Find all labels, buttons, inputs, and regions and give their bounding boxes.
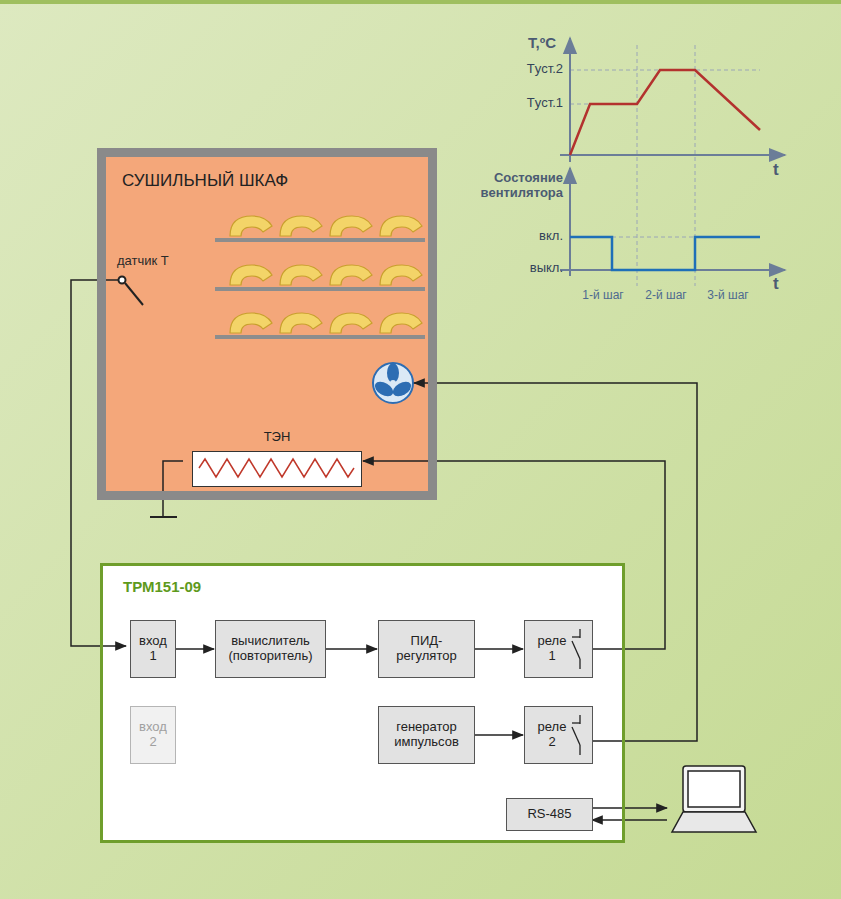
chart-label: 3-й шаг — [698, 289, 758, 303]
chart-label: t — [773, 274, 779, 294]
resistor-zigzag — [193, 452, 360, 485]
relay-contact-symbol — [568, 629, 588, 669]
controller-title: ТРМ151-09 — [123, 578, 201, 595]
macaroni — [230, 216, 422, 333]
top-band — [0, 0, 841, 4]
chart-label: 1-й шаг — [571, 289, 635, 303]
shelves — [215, 240, 425, 337]
controller-housing: ТРМ151-09 вход 1 вычислитель (повторитель)… — [100, 563, 625, 843]
relay-contact-symbol — [568, 715, 588, 755]
input-box: вход 1 — [130, 620, 176, 678]
box-label: вычислитель (повторитель) — [221, 634, 321, 664]
chart-label: Состояние вентилятора — [467, 171, 563, 201]
relay-box: реле 2 — [524, 706, 593, 764]
signal-connector — [475, 734, 523, 736]
chart-label: t — [773, 160, 779, 180]
box-label: ПИД- регулятор — [391, 634, 463, 664]
resistor-symbol — [192, 451, 362, 487]
box-label: вход 1 — [136, 634, 170, 664]
wires — [71, 280, 697, 820]
heater-label: ТЭН — [192, 429, 362, 444]
chart-label: Tуст.2 — [503, 62, 563, 77]
chart-label: 2-й шаг — [638, 289, 694, 303]
pulse-generator-box: генератор импульсов — [378, 706, 475, 764]
pid-box: ПИД- регулятор — [378, 620, 475, 678]
signal-connector — [326, 648, 377, 650]
signal-connector — [475, 648, 523, 650]
input-box-disabled: вход 2 — [130, 706, 176, 764]
interface-box: RS-485 — [506, 798, 593, 831]
chart-label: T,ºC — [528, 34, 556, 51]
chart — [560, 38, 785, 286]
box-label: реле 2 — [535, 720, 569, 750]
chart-label: выкл. — [513, 261, 563, 276]
relay-box: реле 1 — [524, 620, 593, 678]
signal-connector — [176, 648, 214, 650]
sensor-symbol — [119, 277, 144, 306]
box-label: реле 1 — [535, 634, 569, 664]
sensor-label: датчик Т — [117, 254, 169, 269]
fan-symbol — [372, 363, 413, 403]
calculator-box: вычислитель (повторитель) — [215, 620, 326, 678]
chart-label: Tуст.1 — [503, 96, 563, 111]
chart-label: вкл. — [513, 229, 563, 244]
controller-fill — [100, 563, 625, 843]
heater: ТЭН — [192, 429, 362, 487]
box-label: генератор импульсов — [387, 720, 467, 750]
cabinet-fill — [97, 148, 437, 500]
cabinet-title: СУШИЛЬНЫЙ ШКАФ — [122, 171, 288, 191]
box-label: RS-485 — [527, 807, 571, 822]
box-label: вход 2 — [136, 720, 170, 750]
laptop-icon — [672, 766, 756, 832]
drying-cabinet: СУШИЛЬНЫЙ ШКАФ ТЭН — [97, 148, 437, 500]
